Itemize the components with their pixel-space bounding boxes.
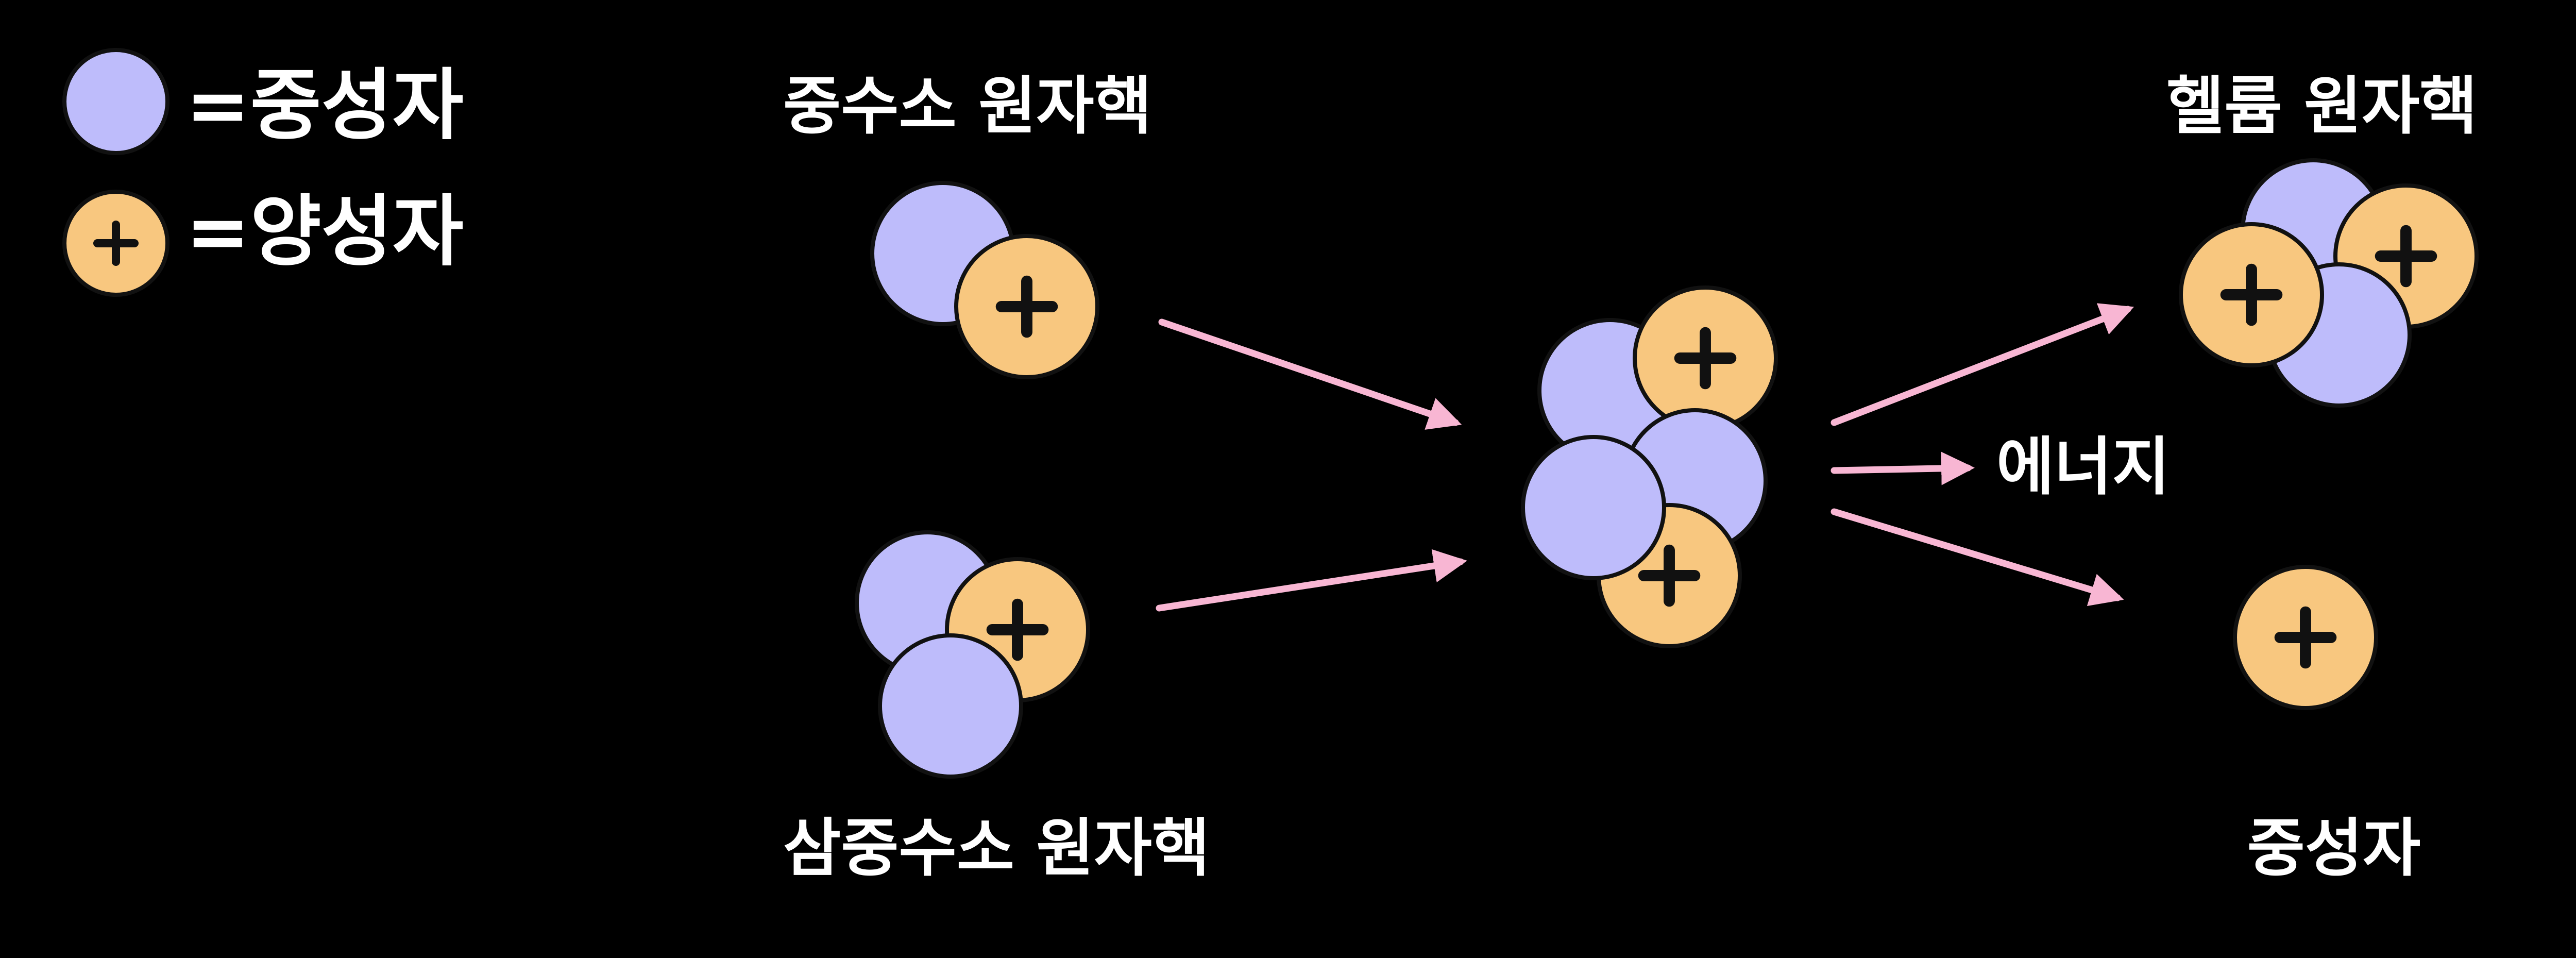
arrow-to-helium — [1831, 303, 2134, 426]
plus-sign-icon — [995, 275, 1058, 338]
plus-sign-icon — [1674, 327, 1737, 390]
legend-proton-icon — [62, 190, 170, 297]
free-neutron — [2233, 565, 2378, 710]
legend-proton-label: =양성자 — [185, 187, 464, 277]
arrow-to-neutron — [1831, 508, 2124, 606]
free-neutron-label: 중성자 — [2247, 812, 2421, 885]
tritium-neutron-2 — [878, 633, 1023, 779]
compound-proton-1 — [1633, 285, 1778, 431]
energy-label: 에너지 — [1996, 430, 2170, 503]
plus-sign-icon — [2220, 263, 2283, 326]
plus-sign-icon — [986, 598, 1049, 661]
legend-neutron-label: =중성자 — [185, 61, 464, 150]
plus-sign-icon — [93, 221, 139, 266]
arrow-to-energy — [1831, 451, 1975, 485]
helium-proton-2 — [2179, 222, 2324, 367]
helium-nucleus-label: 헬륨 원자핵 — [2166, 70, 2478, 143]
deuterium-proton — [954, 234, 1099, 379]
arrow-deuterium-in — [1158, 318, 1462, 430]
arrow-tritium-in — [1156, 549, 1467, 612]
deuterium-nucleus-label: 중수소 원자핵 — [783, 70, 1152, 143]
legend-neutron-icon — [62, 48, 170, 155]
plus-sign-icon — [2274, 606, 2337, 669]
plus-sign-icon — [1638, 544, 1701, 607]
compound-neutron-3 — [1521, 435, 1666, 580]
tritium-nucleus-label: 삼중수소 원자핵 — [783, 812, 1210, 885]
plus-sign-icon — [2375, 225, 2437, 288]
